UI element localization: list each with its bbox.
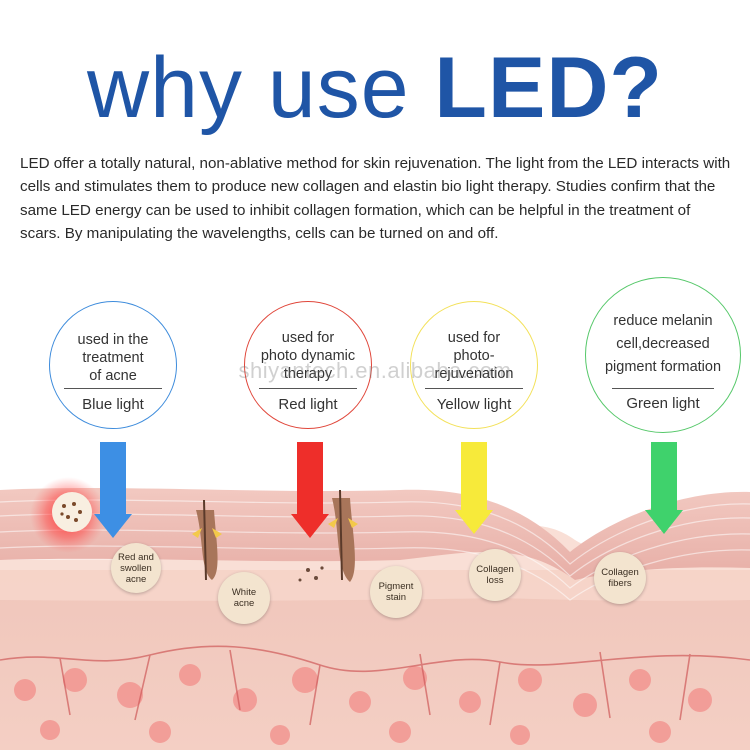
acne-spot xyxy=(52,492,92,532)
label-red-swollen-acne-line-2: swollen xyxy=(120,562,152,574)
hair-follicle-2 xyxy=(328,489,358,582)
green-light-divider xyxy=(612,388,714,389)
red-light-circle: used for photo dynamic therapy Red light xyxy=(244,301,372,429)
label-collagen-loss-line-1: Collagen xyxy=(476,564,514,575)
label-white-acne-line-2: acne xyxy=(233,598,255,609)
yellow-light-circle: used for photo- rejuvenation Yellow ligh… xyxy=(410,301,538,429)
red-light-line-3: therapy xyxy=(283,366,333,382)
watermark: shiyantech.en.alibaba.com xyxy=(238,358,512,383)
label-pigment-stain-line-1: Pigment xyxy=(378,581,414,592)
upper-dermis xyxy=(0,525,750,601)
label-collagen-fibers-line-2: fibers xyxy=(608,578,632,589)
blue-light-line-2: treatment xyxy=(82,350,144,366)
green-light-line-3: pigment formation xyxy=(604,359,722,375)
blue-light-circle: used in the treatment of acne Blue light xyxy=(49,301,177,429)
acne-dots xyxy=(60,502,82,522)
blue-light-line-1: used in the xyxy=(77,332,149,348)
label-white-acne-line-1: White xyxy=(231,587,257,598)
green-light-line-2: cell,decreased xyxy=(616,336,710,352)
green-light-circle: reduce melanin cell,decreased pigment fo… xyxy=(585,277,741,433)
label-red-swollen-acne-line-1: Red and xyxy=(118,551,154,563)
blood-vessels xyxy=(0,645,750,726)
blue-light-divider xyxy=(64,388,162,389)
blue-light-label: Blue light xyxy=(82,396,144,413)
title-bold: LED? xyxy=(434,40,663,136)
yellow-light-divider xyxy=(425,388,523,389)
red-light-divider xyxy=(259,388,357,389)
green-light-line-1: reduce melanin xyxy=(613,313,713,329)
green-light-label: Green light xyxy=(626,395,700,412)
green-arrow xyxy=(645,442,683,534)
title-normal: why use xyxy=(87,40,435,136)
pigment-dots xyxy=(298,566,324,582)
blue-arrow xyxy=(94,442,132,538)
red-light-label: Red light xyxy=(278,396,338,413)
yellow-arrow xyxy=(455,442,493,534)
red-light-line-1: used for xyxy=(281,330,335,346)
red-arrow xyxy=(291,442,329,538)
label-collagen-fibers-line-1: Collagen xyxy=(601,567,639,578)
hair-follicle-1 xyxy=(192,499,222,581)
fat-cells xyxy=(14,664,712,745)
label-red-swollen-acne-line-3: acne xyxy=(125,573,147,585)
red-light-line-2: photo dynamic xyxy=(260,348,356,364)
yellow-light-line-2: photo- xyxy=(453,348,495,364)
yellow-light-line-1: used for xyxy=(447,330,501,346)
yellow-light-label: Yellow light xyxy=(436,396,512,413)
intro-paragraph: LED offer a totally natural, non-ablativ… xyxy=(20,155,731,243)
page-title: why use LED? xyxy=(0,38,750,138)
yellow-light-line-3: rejuvenation xyxy=(434,366,514,382)
label-pigment-stain-line-2: stain xyxy=(385,592,407,603)
blue-light-line-3: of acne xyxy=(89,368,137,384)
label-collagen-loss-line-2: loss xyxy=(486,575,504,586)
